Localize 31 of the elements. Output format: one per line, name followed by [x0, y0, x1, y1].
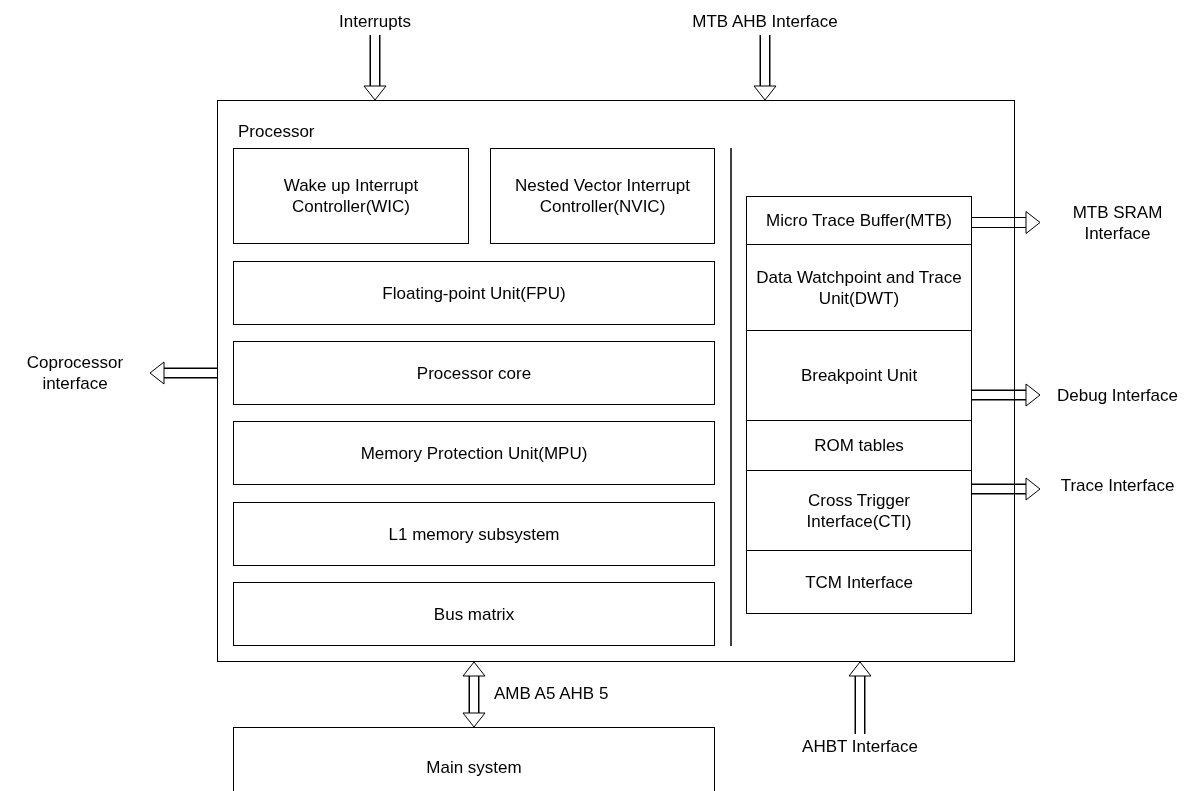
module-box: Bus matrix	[233, 582, 715, 646]
module-box: Data Watchpoint and Trace Unit(DWT)	[746, 244, 972, 331]
interface-label: Coprocessor interface	[0, 350, 150, 396]
block-arrow	[363, 35, 387, 101]
module-box: Nested Vector Interrupt Controller(NVIC)	[490, 148, 715, 244]
module-box: Breakpoint Unit	[746, 330, 972, 421]
module-box: Wake up Interrupt Controller(WIC)	[233, 148, 469, 244]
block-arrow	[972, 211, 1041, 234]
module-box: ROM tables	[746, 420, 972, 471]
interface-label: AHBT Interface	[780, 734, 940, 758]
module-box: L1 memory subsystem	[233, 502, 715, 566]
interface-label: Trace Interface	[1040, 462, 1195, 508]
module-box: Cross Trigger Interface(CTI)	[746, 470, 972, 551]
module-box: Memory Protection Unit(MPU)	[233, 421, 715, 485]
interface-label: MTB SRAM Interface	[1040, 200, 1195, 246]
module-box: Processor core	[233, 341, 715, 405]
processor-block	[217, 100, 1015, 662]
interface-label: Interrupts	[320, 8, 430, 35]
block-arrow	[848, 661, 872, 734]
block-arrow	[753, 35, 777, 101]
block-title: Processor	[238, 121, 315, 142]
interface-label: MTB AHB Interface	[680, 8, 850, 35]
block-arrow	[972, 477, 1041, 501]
system-box: Main system	[233, 727, 715, 791]
module-box: TCM Interface	[746, 550, 972, 614]
module-box: Micro Trace Buffer(MTB)	[746, 196, 972, 245]
block-arrow	[972, 383, 1041, 407]
block-arrow	[462, 661, 486, 728]
module-box: Floating-point Unit(FPU)	[233, 261, 715, 325]
block-arrow	[149, 361, 217, 385]
interface-label: Debug Interface	[1040, 372, 1195, 418]
